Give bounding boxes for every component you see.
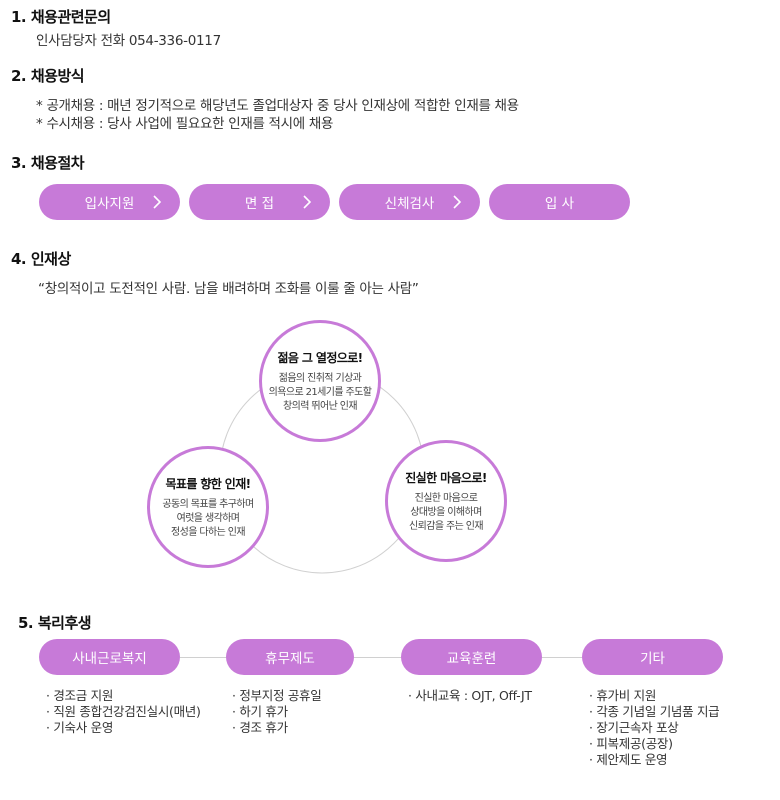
- benefit-category-welfare: 사내근로복지: [39, 639, 180, 675]
- contact-phone: 인사담당자 전화 054-336-0117: [36, 33, 221, 49]
- benefit-category-label: 교육훈련: [446, 651, 497, 667]
- benefit-category-label: 기타: [640, 651, 665, 667]
- talent-circle-youth: 젊음 그 열정으로! 젊음의 진취적 기상과 의욕으로 21세기를 주도할 창의…: [259, 320, 381, 442]
- talent-circle-title: 진실한 마음으로!: [405, 470, 487, 485]
- list-item: · 휴가비 지원: [589, 688, 657, 703]
- step-medical-check: 신체검사: [339, 184, 480, 220]
- chevron-right-icon: [303, 195, 312, 209]
- step-interview: 면 접: [189, 184, 330, 220]
- step-label: 입사지원: [84, 196, 135, 212]
- step-label: 면 접: [244, 196, 275, 212]
- section-2-title: 2. 채용방식: [11, 67, 85, 85]
- talent-circle-line: 젊음의 진취적 기상과: [278, 372, 362, 384]
- benefits-connector: [180, 657, 590, 658]
- talent-circle-goal: 목표를 향한 인재! 공동의 목표를 추구하며 여럿을 생각하며 정성을 다하는…: [147, 446, 269, 568]
- benefit-list-holidays: · 정부지정 공휴일 · 하기 휴가 · 경조 휴가: [232, 688, 322, 736]
- benefit-category-label: 휴무제도: [265, 651, 315, 667]
- talent-circle-line: 신뢰감을 주는 인재: [409, 520, 484, 532]
- step-label: 신체검사: [384, 196, 435, 212]
- step-join: 입 사: [489, 184, 630, 220]
- benefit-category-label: 사내근로복지: [72, 651, 147, 667]
- hiring-method-anytime: * 수시채용 : 당사 사업에 필요요한 인재를 적시에 채용: [36, 116, 334, 132]
- talent-circle-line: 창의력 뛰어난 인재: [283, 400, 358, 412]
- list-item: · 각종 기념일 기념품 지급: [589, 704, 720, 719]
- list-item: · 정부지정 공휴일: [232, 688, 322, 703]
- benefit-category-other: 기타: [582, 639, 723, 675]
- talent-circle-line: 공동의 목표를 추구하며: [162, 498, 254, 510]
- section-5-title: 5. 복리후생: [18, 614, 92, 632]
- benefit-category-training: 교육훈련: [401, 639, 542, 675]
- step-label: 입 사: [544, 196, 575, 212]
- list-item: · 피복제공(공장): [589, 736, 673, 751]
- list-item: · 경조 휴가: [232, 720, 288, 735]
- talent-circle-title: 목표를 향한 인재!: [165, 476, 251, 491]
- chevron-right-icon: [153, 195, 162, 209]
- talent-circle-line: 진실한 마음으로: [414, 492, 478, 504]
- talent-circle-line: 상대방을 이해하며: [410, 506, 482, 518]
- talent-circle-title: 젊음 그 열정으로!: [277, 350, 363, 365]
- list-item: · 직원 종합건강검진실시(매년): [46, 704, 201, 719]
- section-4-title: 4. 인재상: [11, 250, 71, 268]
- list-item: · 기숙사 운영: [46, 720, 114, 735]
- list-item: · 장기근속자 포상: [589, 720, 679, 735]
- benefit-list-welfare: · 경조금 지원 · 직원 종합건강검진실시(매년) · 기숙사 운영: [46, 688, 201, 736]
- talent-circle-sincerity: 진실한 마음으로! 진실한 마음으로 상대방을 이해하며 신뢰감을 주는 인재: [385, 440, 507, 562]
- list-item: · 하기 휴가: [232, 704, 288, 719]
- list-item: · 제안제도 운영: [589, 752, 668, 767]
- talent-circle-line: 여럿을 생각하며: [176, 512, 240, 524]
- step-apply: 입사지원: [39, 184, 180, 220]
- list-item: · 사내교육 : OJT, Off-JT: [408, 688, 532, 703]
- section-1-title: 1. 채용관련문의: [11, 8, 111, 26]
- hiring-method-open: * 공개채용 : 매년 정기적으로 해당년도 졸업대상자 중 당사 인재상에 적…: [36, 98, 519, 114]
- benefit-list-other: · 휴가비 지원 · 각종 기념일 기념품 지급 · 장기근속자 포상 · 피복…: [589, 688, 720, 768]
- list-item: · 경조금 지원: [46, 688, 114, 703]
- talent-circle-line: 의욕으로 21세기를 주도할: [268, 386, 372, 398]
- section-3-title: 3. 채용절차: [11, 154, 85, 172]
- benefit-category-holidays: 휴무제도: [226, 639, 354, 675]
- chevron-right-icon: [453, 195, 462, 209]
- talent-circle-line: 정성을 다하는 인재: [171, 526, 246, 538]
- talent-quote: “창의적이고 도전적인 사람. 남을 배려하며 조화를 이룰 줄 아는 사람”: [38, 281, 419, 297]
- benefit-list-training: · 사내교육 : OJT, Off-JT: [408, 688, 532, 704]
